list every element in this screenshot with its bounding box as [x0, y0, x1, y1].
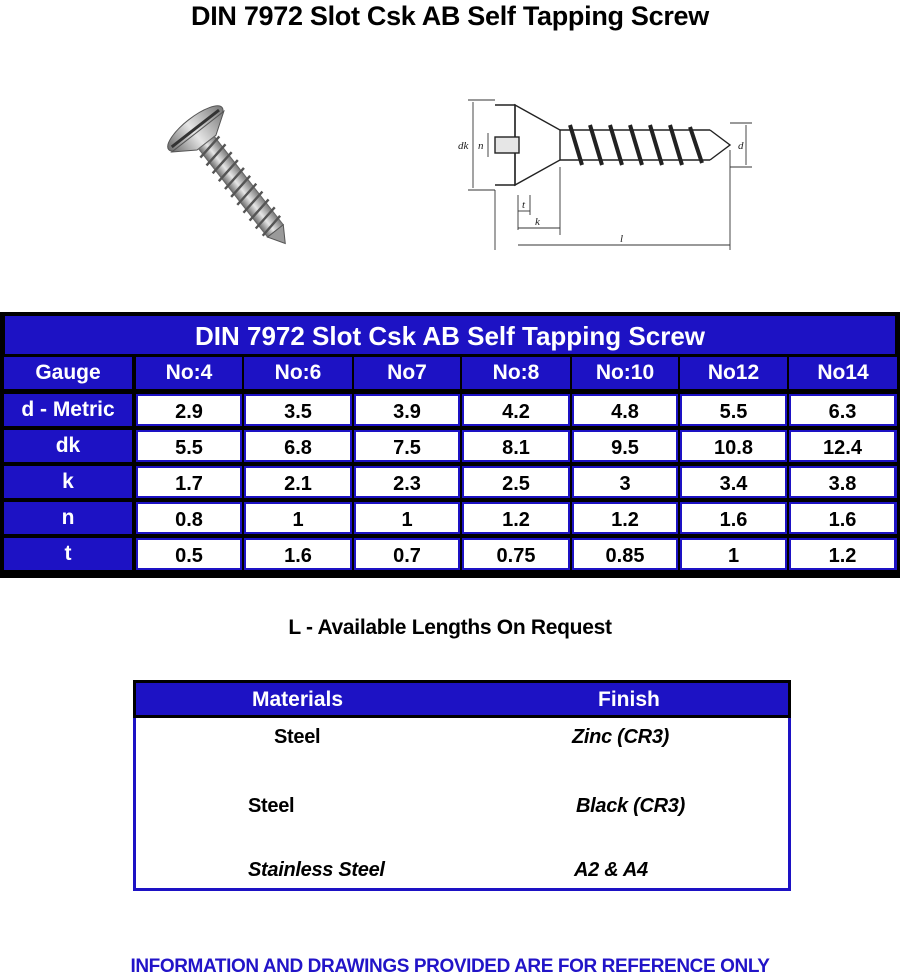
- spec-row-label: dk: [4, 430, 132, 462]
- spec-value-cell: 1: [354, 502, 460, 534]
- spec-value-cell: 0.7: [354, 538, 460, 570]
- spec-header-cell: No:10: [572, 357, 678, 389]
- spec-value-cell: 1: [680, 538, 787, 570]
- spec-header-cell: No7: [354, 357, 460, 389]
- finish-cell: A2 & A4: [574, 859, 648, 881]
- finish-header: Finish: [598, 688, 660, 711]
- spec-value-cell: 8.1: [462, 430, 570, 462]
- label-l: l: [620, 233, 623, 245]
- spec-value-cell: 1.6: [244, 538, 352, 570]
- spec-row-label: k: [4, 466, 132, 498]
- finish-cell: Black (CR3): [576, 795, 685, 817]
- spec-table-title: DIN 7972 Slot Csk AB Self Tapping Screw: [5, 316, 895, 354]
- spec-value-cell: 0.75: [462, 538, 570, 570]
- material-cell: Steel: [274, 726, 321, 748]
- label-d: d: [738, 140, 744, 152]
- label-t: t: [522, 199, 526, 211]
- lengths-note: L - Available Lengths On Request: [288, 616, 612, 639]
- spec-value-cell: 4.2: [462, 394, 570, 426]
- spec-value-cell: 10.8: [680, 430, 787, 462]
- spec-value-cell: 3.4: [680, 466, 787, 498]
- spec-value-cell: 1: [244, 502, 352, 534]
- spec-header-cell: No:4: [136, 357, 242, 389]
- spec-value-cell: 2.9: [136, 394, 242, 426]
- spec-value-cell: 3.8: [789, 466, 897, 498]
- materials-table-header: Materials Finish: [133, 680, 791, 718]
- page-title: DIN 7972 Slot Csk AB Self Tapping Screw: [191, 1, 709, 31]
- spec-value-cell: 0.8: [136, 502, 242, 534]
- spec-header-cell: No:6: [244, 357, 352, 389]
- spec-header-cell: Gauge: [4, 357, 132, 389]
- spec-value-cell: 3.9: [354, 394, 460, 426]
- spec-value-cell: 7.5: [354, 430, 460, 462]
- spec-value-cell: 1.2: [789, 538, 897, 570]
- spec-value-cell: 9.5: [572, 430, 678, 462]
- material-cell: Stainless Steel: [248, 859, 385, 881]
- spec-header-cell: No14: [789, 357, 897, 389]
- spec-value-cell: 12.4: [789, 430, 897, 462]
- spec-value-cell: 5.5: [680, 394, 787, 426]
- spec-value-cell: 1.2: [572, 502, 678, 534]
- material-cell: Steel: [248, 795, 295, 817]
- spec-table: DIN 7972 Slot Csk AB Self Tapping Screw …: [0, 312, 900, 578]
- label-n: n: [478, 140, 484, 152]
- spec-value-cell: 6.3: [789, 394, 897, 426]
- spec-header-cell: No12: [680, 357, 787, 389]
- finish-cell: Zinc (CR3): [572, 726, 670, 748]
- disclaimer: INFORMATION AND DRAWINGS PROVIDED ARE FO…: [130, 956, 770, 977]
- materials-header: Materials: [252, 688, 344, 711]
- spec-row-label: t: [4, 538, 132, 570]
- screw-photo: [167, 105, 286, 245]
- spec-row-label: n: [4, 502, 132, 534]
- spec-value-cell: 1.6: [680, 502, 787, 534]
- spec-value-cell: 4.8: [572, 394, 678, 426]
- materials-row: Steel Black (CR3): [136, 791, 788, 821]
- spec-value-cell: 3: [572, 466, 678, 498]
- spec-value-cell: 1.6: [789, 502, 897, 534]
- spec-value-cell: 0.5: [136, 538, 242, 570]
- materials-row: Steel Zinc (CR3): [136, 722, 788, 752]
- label-dk: dk: [458, 140, 470, 152]
- spec-row-label: d - Metric: [4, 394, 132, 426]
- spec-value-cell: 2.1: [244, 466, 352, 498]
- spec-header-cell: No:8: [462, 357, 570, 389]
- spec-value-cell: 1.2: [462, 502, 570, 534]
- screw-technical-drawing: dk n d t k l: [458, 99, 752, 250]
- spec-value-cell: 1.7: [136, 466, 242, 498]
- spec-value-cell: 2.5: [462, 466, 570, 498]
- spec-value-cell: 2.3: [354, 466, 460, 498]
- spec-value-cell: 5.5: [136, 430, 242, 462]
- spec-value-cell: 3.5: [244, 394, 352, 426]
- spec-value-cell: 6.8: [244, 430, 352, 462]
- label-k: k: [535, 216, 541, 228]
- spec-value-cell: 0.85: [572, 538, 678, 570]
- materials-row: Stainless Steel A2 & A4: [136, 855, 788, 885]
